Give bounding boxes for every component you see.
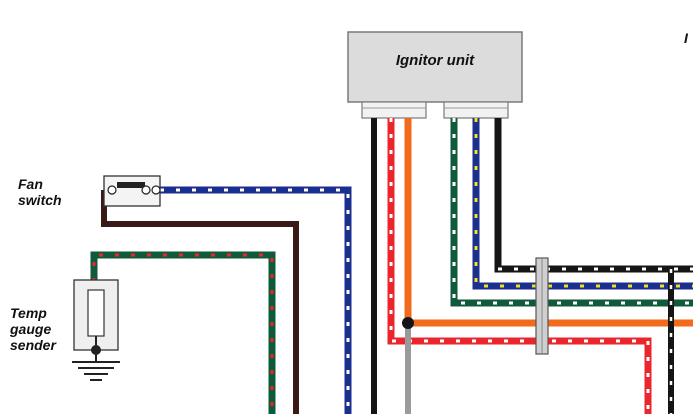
wire-junction: [402, 317, 414, 329]
wire-green-white: [450, 118, 693, 307]
wire-blue-yellow: [472, 118, 693, 290]
corner-label-fragment: I: [684, 30, 688, 46]
temp-sender-label: Temp gauge sender: [10, 305, 56, 353]
fan-switch-label-line1: Fan: [18, 176, 43, 192]
fan-switch: [103, 175, 161, 207]
wire-green-red-temp: [90, 251, 276, 414]
temp-gauge-sender: [73, 279, 119, 362]
ignitor-connector-right: [443, 101, 509, 119]
wire-black-white: [494, 118, 693, 273]
fan-switch-label: Fan switch: [18, 176, 62, 208]
temp-sender-label-line1: Temp: [10, 305, 47, 321]
wire-brown-fan: [101, 190, 299, 414]
temp-sender-label-line3: sender: [10, 337, 56, 353]
fan-switch-label-line2: switch: [18, 192, 62, 208]
ignitor-connector-left: [361, 101, 427, 119]
wire-red-white-ignitor: [387, 118, 652, 414]
temp-sender-label-line2: gauge: [10, 321, 52, 337]
ignitor-unit-box: [347, 31, 523, 103]
ignitor-unit-label: Ignitor unit: [395, 52, 475, 69]
ground-icon: [72, 361, 120, 381]
